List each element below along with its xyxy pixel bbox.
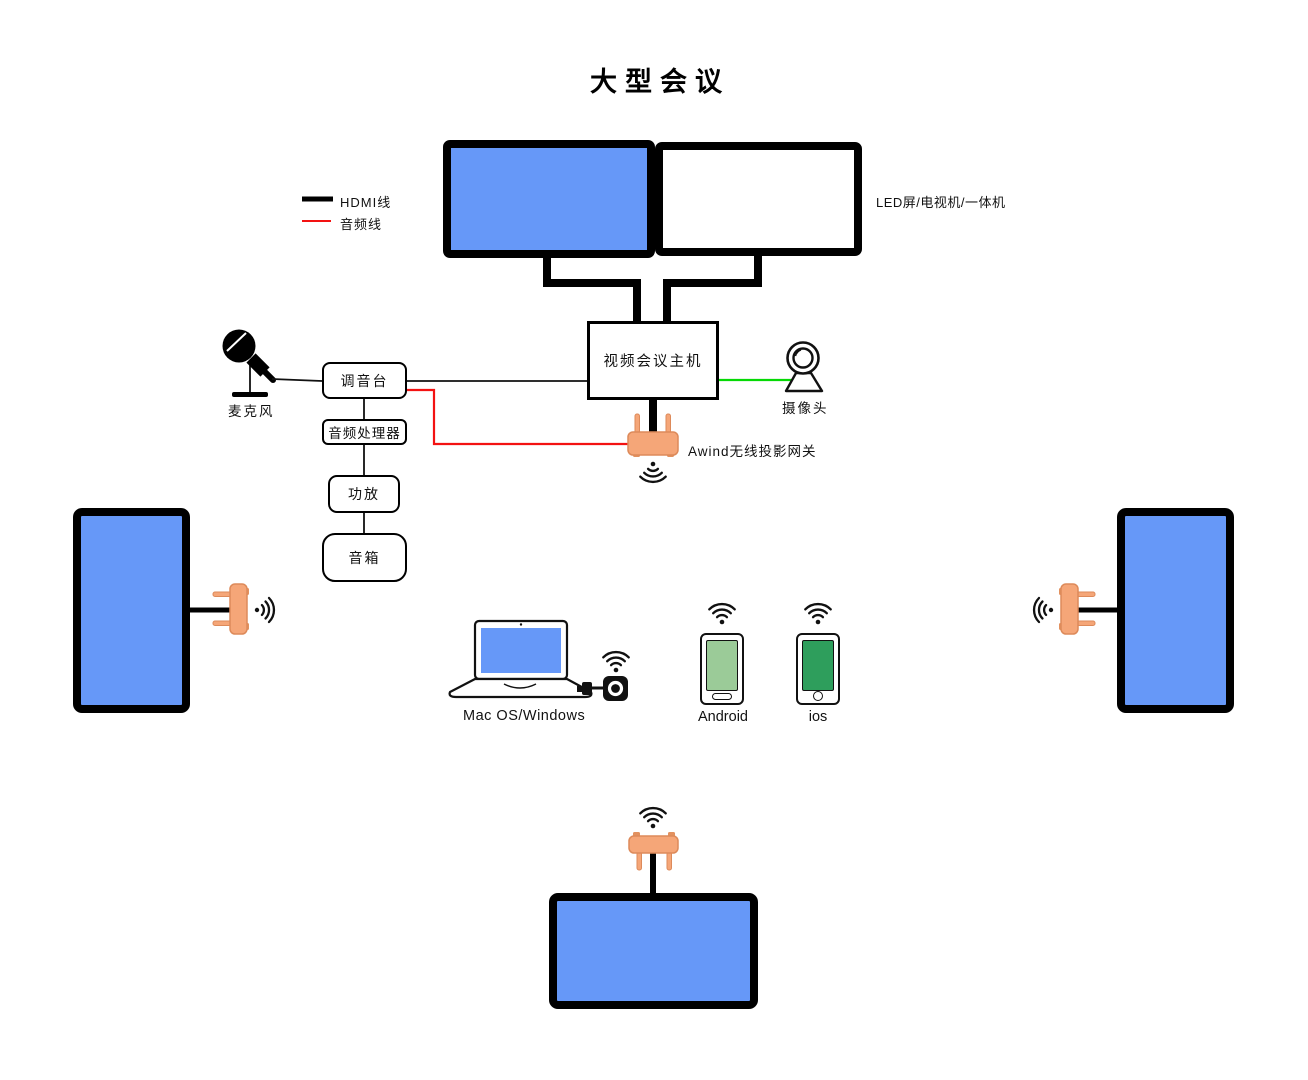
ios-phone — [796, 633, 840, 705]
legend-audio-label: 音频线 — [340, 217, 383, 232]
camera-label: 摄像头 — [782, 401, 829, 416]
led-screen-right — [655, 142, 862, 256]
gateway-label: Awind无线投影网关 — [688, 444, 817, 459]
hdmi-cable-left-monitor — [543, 250, 641, 323]
wifi-signal-icon — [708, 602, 736, 625]
wifi-signal-icon — [639, 461, 667, 484]
speaker-label: 音箱 — [348, 549, 381, 566]
usb-dongle-icon — [577, 676, 628, 701]
wall-display-bottom — [549, 893, 758, 1009]
legend-hdmi-label: HDMI线 — [340, 195, 392, 210]
laptop-os-label: Mac OS/Windows — [463, 708, 586, 724]
ios-home-button — [813, 691, 823, 701]
webcam-icon — [784, 341, 824, 393]
wall-display-right — [1117, 508, 1234, 713]
laptop-icon — [448, 619, 593, 699]
audio-processor-box: 音频处理器 — [322, 419, 407, 445]
android-home-button — [712, 693, 732, 700]
microphone-icon — [222, 329, 276, 397]
audio-cable-mixer-gateway — [407, 388, 629, 446]
mic-to-mixer-cable — [271, 378, 323, 382]
usb-dongle-icon — [1059, 583, 1096, 635]
wifi-signal-icon — [639, 806, 667, 829]
hdmi-cable-right-monitor — [663, 250, 762, 323]
wifi-signal-icon — [1032, 596, 1054, 624]
mixer-label: 调音台 — [340, 372, 389, 389]
led-screen-left — [443, 140, 655, 258]
speaker-box: 音箱 — [322, 533, 407, 582]
mixer-box: 调音台 — [322, 362, 407, 399]
android-phone — [700, 633, 744, 705]
host-label: 视频会议主机 — [603, 354, 703, 370]
video-conference-host-box: 视频会议主机 — [587, 321, 719, 400]
wall-display-left — [73, 508, 190, 713]
wireless-gateway-icon — [627, 413, 679, 457]
android-phone-screen — [706, 640, 738, 691]
usb-dongle-icon — [212, 583, 249, 635]
wifi-signal-icon — [254, 596, 276, 624]
android-label: Android — [698, 709, 748, 725]
wireless-gateway-icon — [628, 832, 679, 871]
amplifier-box: 功放 — [328, 475, 400, 513]
wifi-signal-icon — [804, 602, 832, 625]
audio-processor-label: 音频处理器 — [328, 426, 401, 441]
ios-phone-screen — [802, 640, 834, 691]
led-screen-label: LED屏/电视机/一体机 — [876, 195, 1006, 210]
amplifier-label: 功放 — [348, 486, 380, 502]
ios-label: ios — [808, 709, 828, 725]
microphone-label: 麦克风 — [228, 404, 275, 419]
wifi-signal-icon — [602, 650, 630, 673]
page-title: 大型会议 — [590, 67, 730, 97]
